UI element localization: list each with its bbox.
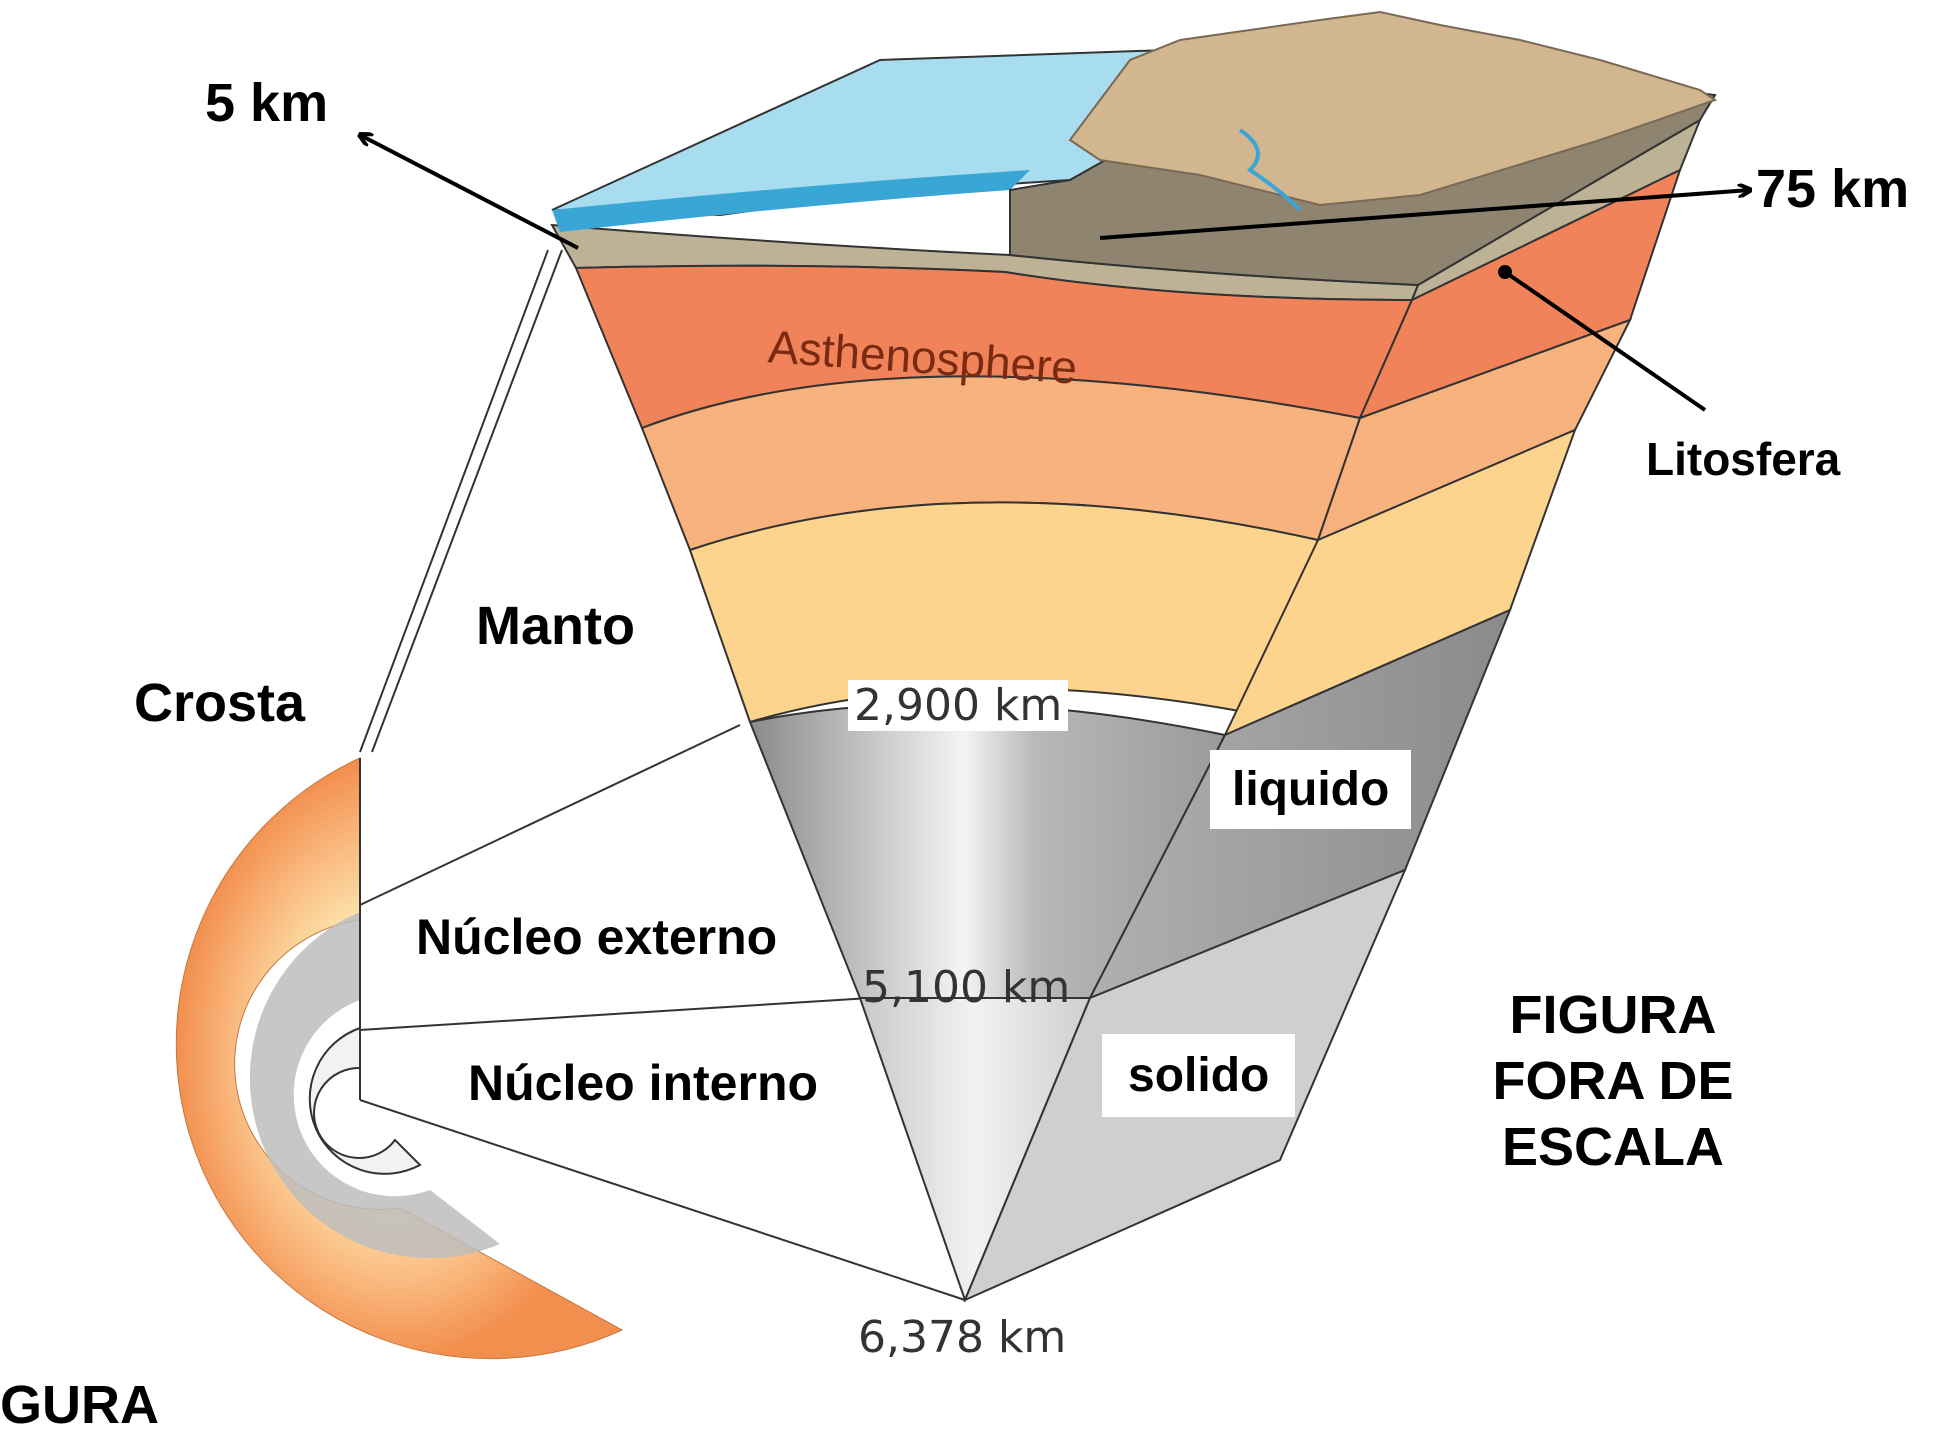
arrow-5km <box>360 135 579 250</box>
surface-top <box>551 10 1718 287</box>
scale-note-line1: FIGURA <box>1509 985 1717 1045</box>
annotation-arrows <box>360 135 1750 412</box>
arrow-litosfera <box>1503 270 1707 412</box>
label-depth-5100: 5,100 km <box>862 962 1071 1013</box>
earth-ball-mantle <box>175 757 624 1360</box>
label-depth-6378: 6,378 km <box>858 1312 1067 1363</box>
scale-note-line3: ESCALA <box>1501 1116 1724 1177</box>
label-75km: 75 km <box>1756 159 1910 219</box>
label-liquido: liquido <box>1210 750 1412 829</box>
arrow-75km <box>1099 190 1750 240</box>
earth-ball-outer-core <box>249 912 500 1259</box>
label-depth-2900: 2,900 km <box>848 680 1069 731</box>
earth-ball <box>175 757 624 1360</box>
label-crosta: Crosta <box>134 673 306 733</box>
label-nucleo-externo: Núcleo externo <box>416 909 778 965</box>
label-manto: Manto <box>476 596 635 656</box>
earth-ball-inner-core <box>308 1026 422 1175</box>
label-litosfera: Litosfera <box>1646 433 1841 485</box>
label-nucleo-interno: Núcleo interno <box>468 1055 819 1111</box>
label-cropped-figura: GURA <box>0 1368 249 1450</box>
label-5km: 5 km <box>205 73 329 133</box>
label-solido: solido <box>1102 1034 1296 1117</box>
wedge-front-face <box>550 223 1420 1303</box>
projection-lines <box>359 249 966 1301</box>
ocean-deep-band <box>552 170 1030 232</box>
scale-note: FIGURA FORA DE ESCALA <box>1488 983 1738 1181</box>
scale-note-line2: FORA DE <box>1492 1050 1734 1111</box>
mountains <box>1068 10 1718 207</box>
